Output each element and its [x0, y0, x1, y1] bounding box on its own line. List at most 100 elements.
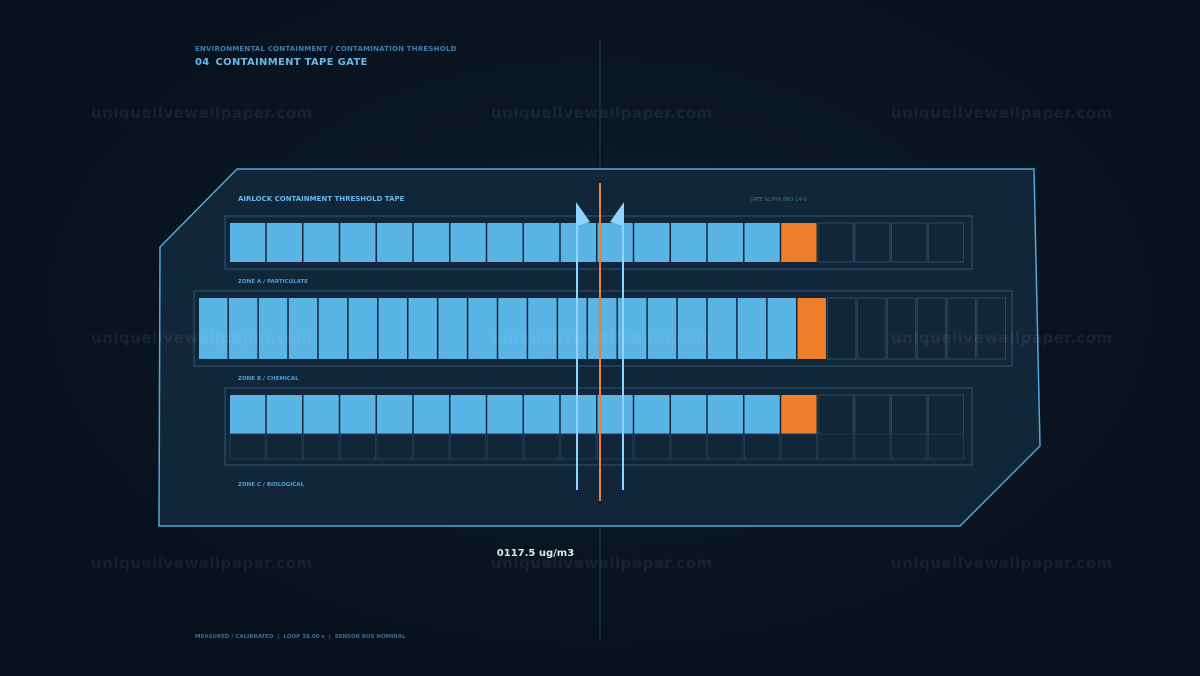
watermark: uniquelivewallpaper.com — [891, 104, 1113, 122]
zone-a-label: ZONE A / PARTICULATE — [238, 279, 308, 285]
tape-cell-filled — [498, 298, 527, 359]
tape-cell-filled — [266, 223, 302, 262]
tape-cell-filled — [634, 395, 670, 434]
tape-subcell — [854, 433, 891, 460]
watermark: uniquelivewallpaper.com — [91, 554, 313, 572]
tape-cell-filled — [199, 298, 228, 359]
zone-a-track — [224, 215, 973, 270]
tape-cell-filled — [413, 223, 449, 262]
tape-cell-empty — [927, 222, 964, 263]
tape-cell-filled — [767, 298, 797, 359]
tape-cell-filled — [524, 223, 560, 262]
tape-subcell — [927, 433, 964, 460]
panel-title: AIRLOCK CONTAINMENT THRESHOLD TAPE — [238, 195, 405, 203]
title-text: CONTAINMENT TAPE GATE — [215, 57, 368, 68]
gate-notch-left-icon — [576, 202, 590, 226]
tape-cell-filled — [707, 298, 737, 359]
tape-cell-empty — [856, 297, 887, 360]
tape-cell-filled — [450, 223, 486, 262]
tape-cell-filled — [450, 395, 486, 434]
tape-cell-filled — [377, 395, 413, 434]
tape-subcell — [450, 433, 487, 460]
footer-bus: SENSOR BUS NOMINAL — [334, 634, 406, 640]
tape-cell-empty — [891, 222, 928, 263]
tape-cell-filled — [744, 223, 780, 262]
tape-cells — [199, 222, 1007, 460]
tape-cell-filled — [558, 298, 587, 359]
tape-cell-filled — [348, 298, 378, 359]
tape-cell-filled — [487, 395, 523, 434]
tape-cell-filled — [524, 395, 560, 434]
tape-cell-filled — [671, 395, 707, 434]
tape-cell-empty — [826, 297, 857, 360]
footer-loop: LOOP 38.00 s — [283, 634, 325, 640]
zone-b-track — [193, 290, 1013, 367]
tape-cell-empty — [854, 222, 891, 263]
tape-cell-filled — [408, 298, 437, 359]
tape-cell-filled — [588, 298, 617, 359]
tape-cell-filled — [438, 298, 467, 359]
tape-cell-filled — [378, 298, 407, 359]
watermark: uniquelivewallpaper.com — [891, 554, 1113, 572]
zone-c-track — [224, 387, 973, 466]
footer-status: MEASURED / CALIBRATED|LOOP 38.00 s|SENSO… — [195, 634, 406, 640]
tape-cell-filled — [597, 223, 633, 262]
tape-cell-filled — [377, 223, 413, 262]
tape-cell-filled — [413, 395, 449, 434]
watermark: uniquelivewallpaper.com — [91, 104, 313, 122]
tape-cell-filled — [228, 298, 258, 359]
tape-cell-filled — [230, 223, 266, 262]
tape-cell-empty — [946, 297, 977, 360]
tape-cell-filled — [230, 395, 266, 434]
tape-cell-filled — [707, 223, 743, 262]
tape-cell-filled — [340, 395, 376, 434]
tape-subcell — [303, 433, 340, 460]
tape-cell-filled — [487, 223, 523, 262]
tape-cell-filled — [528, 298, 557, 359]
tape-cell-filled — [647, 298, 677, 359]
watermark: uniquelivewallpaper.com — [891, 329, 1113, 347]
breadcrumb: ENVIRONMENTAL CONTAINMENT / CONTAMINATIO… — [195, 45, 457, 53]
tape-subcell — [376, 433, 413, 460]
page-title: 04 CONTAINMENT TAPE GATE — [195, 57, 368, 68]
footer-calibration: MEASURED / CALIBRATED — [195, 634, 274, 640]
tape-cell-filled — [288, 298, 318, 359]
tape-cell-filled — [303, 223, 339, 262]
tape-cell-filled — [744, 395, 780, 434]
gate-rail-left — [576, 212, 578, 490]
tape-cell-filled — [258, 298, 288, 359]
reading-value: 0117.5 ug/m3 — [496, 548, 575, 559]
watermark: uniquelivewallpaper.com — [491, 104, 713, 122]
tape-subcell — [597, 433, 634, 460]
tape-subcell — [744, 433, 781, 460]
tape-cell-filled — [677, 298, 707, 359]
tape-cell-empty — [886, 297, 917, 360]
section-number: 04 — [195, 57, 210, 68]
tape-cell-filled — [597, 395, 633, 434]
tape-cell-alert — [781, 223, 817, 262]
tape-cell-filled — [560, 395, 596, 434]
gate-id: GATE ALPHA BRD 14-G — [750, 197, 808, 203]
threshold-cursor[interactable] — [599, 183, 601, 501]
tape-subcell — [560, 433, 597, 460]
watermark: uniquelivewallpaper.com — [91, 329, 313, 347]
tape-cell-filled — [303, 395, 339, 434]
tape-subcell — [523, 433, 560, 460]
tape-subcell — [413, 433, 450, 460]
tape-cell-empty — [817, 222, 854, 263]
tape-subcell — [266, 433, 303, 460]
tape-cell-alert — [797, 298, 826, 359]
tape-cell-filled — [707, 395, 743, 434]
tape-cell-empty — [916, 297, 947, 360]
tape-subcell — [633, 433, 670, 460]
tape-subcell — [817, 433, 854, 460]
tape-cell-filled — [560, 223, 596, 262]
zone-c-label: ZONE C / BIOLOGICAL — [238, 482, 305, 488]
tape-cell-filled — [340, 223, 376, 262]
tape-subcell — [670, 433, 707, 460]
tape-subcell — [707, 433, 744, 460]
tape-cell-filled — [671, 223, 707, 262]
tape-cell-filled — [318, 298, 348, 359]
watermark: uniquelivewallpaper.com — [491, 329, 713, 347]
